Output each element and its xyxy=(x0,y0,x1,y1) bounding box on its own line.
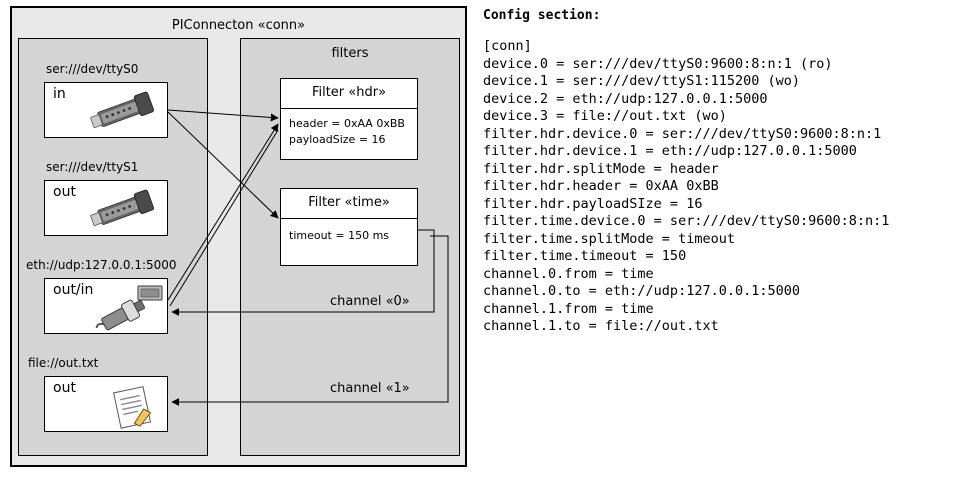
filter-prop-header: header = 0xAA 0xBB xyxy=(289,117,405,130)
config-line: filter.hdr.splitMode = header xyxy=(483,160,719,177)
channel-label-1: channel «1» xyxy=(330,381,410,396)
filter-separator xyxy=(281,218,417,219)
serial-connector-icon xyxy=(89,189,163,233)
device-card-in-ttyS0: in xyxy=(44,82,168,138)
config-lines: [conn]device.0 = ser:///dev/ttyS0:9600:8… xyxy=(483,38,889,336)
config-line: filter.hdr.device.0 = ser:///dev/ttyS0:9… xyxy=(483,125,882,142)
device-name: out/in xyxy=(53,282,94,298)
config-line: device.2 = eth://udp:127.0.0.1:5000 xyxy=(483,90,768,107)
device-card-out-ttyS1: out xyxy=(44,180,168,236)
device-card-outin-eth: out/in xyxy=(44,278,168,334)
device-name: out xyxy=(53,184,76,200)
device-name: in xyxy=(53,86,66,102)
port-label-ttyS1: ser:///dev/ttyS1 xyxy=(46,160,139,174)
port-label-eth-udp: eth://udp:127.0.0.1:5000 xyxy=(26,258,177,272)
config-line: filter.time.timeout = 150 xyxy=(483,248,687,264)
port-label-file-out: file://out.txt xyxy=(28,356,99,370)
filter-box-time: Filter «time» timeout = 150 ms xyxy=(280,188,418,266)
config-line: device.0 = ser:///dev/ttyS0:9600:8:n:1 (… xyxy=(483,55,833,72)
device-card-out-file: out xyxy=(44,376,168,432)
filter-prop-timeout: timeout = 150 ms xyxy=(289,229,390,242)
filter-title: Filter «hdr» xyxy=(311,85,387,100)
network-card-icon xyxy=(137,285,163,301)
config-heading: Config section: xyxy=(483,8,601,23)
port-label-ttyS0: ser:///dev/ttyS0 xyxy=(46,62,139,76)
config-line: filter.time.splitMode = timeout xyxy=(483,230,735,247)
config-line: filter.hdr.header = 0xAA 0xBB xyxy=(483,178,719,194)
text-file-icon xyxy=(109,385,159,429)
config-line: channel.1.to = file://out.txt xyxy=(483,318,719,334)
config-line: channel.1.from = time xyxy=(483,300,654,317)
filters-group-title: filters xyxy=(331,46,369,61)
config-line: [conn] xyxy=(483,38,532,54)
config-line: channel.0.from = time xyxy=(483,265,654,282)
config-line: device.3 = file://out.txt (wo) xyxy=(483,108,727,124)
outer-box-title: PIConnecton «conn» xyxy=(171,18,306,33)
config-line: filter.hdr.device.1 = eth://udp:127.0.0.… xyxy=(483,143,857,159)
channel-label-0: channel «0» xyxy=(330,294,410,309)
serial-connector-icon xyxy=(89,91,163,135)
filter-prop-payloadsize: payloadSize = 16 xyxy=(289,133,386,146)
architecture-diagram: PIConnecton «conn» filters ser:///dev/tt… xyxy=(0,0,470,484)
config-line: filter.hdr.payloadSIze = 16 xyxy=(483,195,703,212)
device-name: out xyxy=(53,380,76,396)
config-line: device.1 = ser:///dev/ttyS1:115200 (wo) xyxy=(483,73,800,89)
filter-box-hdr: Filter «hdr» header = 0xAA 0xBB payloadS… xyxy=(280,78,418,160)
config-line: channel.0.to = eth://udp:127.0.0.1:5000 xyxy=(483,283,800,299)
filter-title: Filter «time» xyxy=(308,195,390,210)
filter-separator xyxy=(281,108,417,109)
config-panel: Config section: [conn]device.0 = ser:///… xyxy=(481,0,964,484)
config-line: filter.time.device.0 = ser:///dev/ttyS0:… xyxy=(483,213,890,229)
